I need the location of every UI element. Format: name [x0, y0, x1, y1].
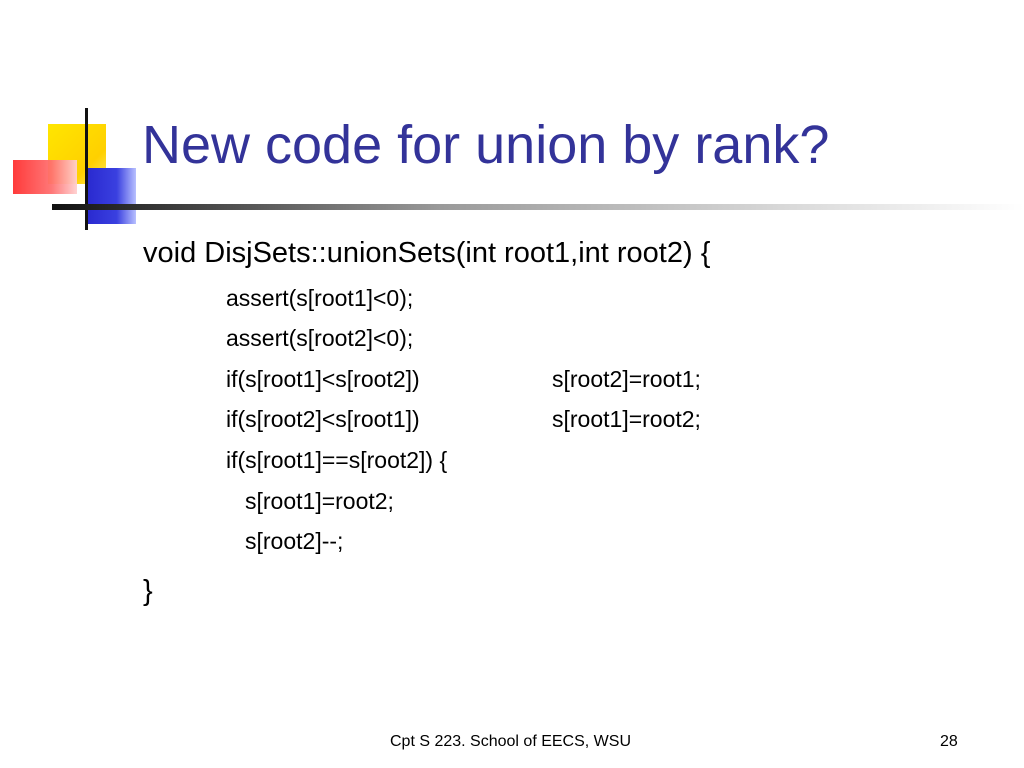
- code-signature: void DisjSets::unionSets(int root1,int r…: [143, 237, 711, 269]
- code-if1-statement: s[root2]=root1;: [552, 366, 701, 392]
- code-if2-condition: if(s[root2]<s[root1]): [226, 406, 420, 432]
- red-bar: [13, 160, 77, 194]
- page-number: 28: [940, 733, 958, 750]
- code-if1-condition: if(s[root1]<s[root2]): [226, 366, 420, 392]
- code-inner-1: s[root1]=root2;: [245, 488, 394, 514]
- decorative-logo: [0, 0, 150, 240]
- footer-text: Cpt S 223. School of EECS, WSU: [390, 733, 631, 750]
- title-underline-rule: [52, 204, 1024, 210]
- code-if2-statement: s[root1]=root2;: [552, 406, 701, 432]
- code-assert-2: assert(s[root2]<0);: [226, 325, 414, 351]
- vertical-rule: [85, 108, 88, 230]
- slide-title: New code for union by rank?: [142, 115, 830, 175]
- code-closing-brace: }: [143, 575, 153, 607]
- code-assert-1: assert(s[root1]<0);: [226, 285, 414, 311]
- blue-square: [88, 168, 136, 224]
- code-inner-2: s[root2]--;: [245, 528, 344, 554]
- code-if3: if(s[root1]==s[root2]) {: [226, 447, 448, 473]
